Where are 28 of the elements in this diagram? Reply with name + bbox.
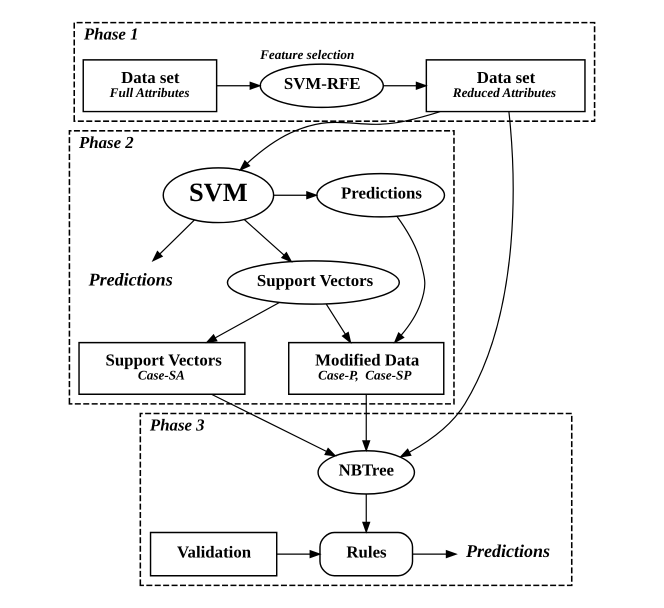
arrow xyxy=(152,220,195,262)
node-box: Validation xyxy=(150,532,278,576)
arrow xyxy=(216,82,262,90)
arrow xyxy=(412,550,458,558)
arrow xyxy=(274,191,318,200)
arrow xyxy=(276,550,322,558)
node-box: Data set Reduced Attributes xyxy=(426,59,586,112)
node-box: Support Vectors Case-SA xyxy=(78,342,246,395)
node-box: Data set Full Attributes xyxy=(82,59,218,112)
arrow xyxy=(399,112,514,458)
node-ellipse: NBTree xyxy=(317,450,416,495)
node-label: Feature selection xyxy=(260,47,354,62)
node-text: Predictions xyxy=(466,541,550,562)
arrow xyxy=(362,494,370,534)
node-ellipse: SVM-RFE xyxy=(260,63,384,108)
arrow xyxy=(326,304,352,344)
node-ellipse: SVM xyxy=(162,167,274,224)
arrow xyxy=(244,219,293,263)
arrow xyxy=(212,394,337,457)
node-ellipse: Predictions xyxy=(316,172,446,218)
node-ellipse: Support Vectors xyxy=(226,260,400,305)
node-box: Modified Data Case-P, Case-SP xyxy=(288,342,444,395)
node-text: Predictions xyxy=(88,270,173,290)
node-box: Rules xyxy=(319,532,414,576)
arrow xyxy=(394,216,426,344)
arrow xyxy=(384,82,428,90)
arrow xyxy=(205,302,280,344)
arrow xyxy=(362,394,370,452)
